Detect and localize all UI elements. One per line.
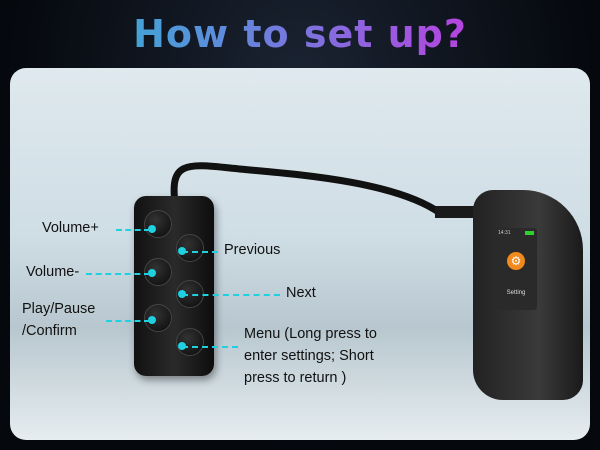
label-next: Next	[286, 285, 316, 301]
remote-control	[134, 196, 214, 376]
volume-up-button[interactable]	[144, 210, 172, 238]
label-menu-1: Menu (Long press to	[244, 326, 377, 342]
label-menu-2: enter settings; Short	[244, 348, 374, 364]
label-volume-up: Volume+	[42, 220, 99, 236]
callout-dot	[178, 290, 186, 298]
screen-label: Setting	[506, 290, 526, 296]
product-panel: 14:31 ⚙ Setting Volume+ Previous Volume-…	[10, 68, 590, 440]
label-volume-down: Volume-	[26, 264, 80, 280]
battery-icon	[525, 231, 534, 235]
label-confirm: /Confirm	[22, 323, 77, 339]
label-previous: Previous	[224, 242, 281, 258]
play-pause-button[interactable]	[144, 304, 172, 332]
callout-dot	[148, 316, 156, 324]
time-display: 14:31	[498, 230, 511, 236]
gear-icon: ⚙	[507, 252, 525, 270]
label-menu-3: press to return )	[244, 370, 347, 386]
label-play-pause: Play/Pause	[22, 301, 96, 317]
callout-dot	[178, 342, 186, 350]
device-screen: 14:31 ⚙ Setting	[495, 228, 537, 310]
callout-dot	[148, 225, 156, 233]
player-device: 14:31 ⚙ Setting	[473, 190, 583, 400]
callout-dot	[178, 247, 186, 255]
page-title: How to set up?	[0, 12, 600, 56]
callout-dot	[148, 269, 156, 277]
